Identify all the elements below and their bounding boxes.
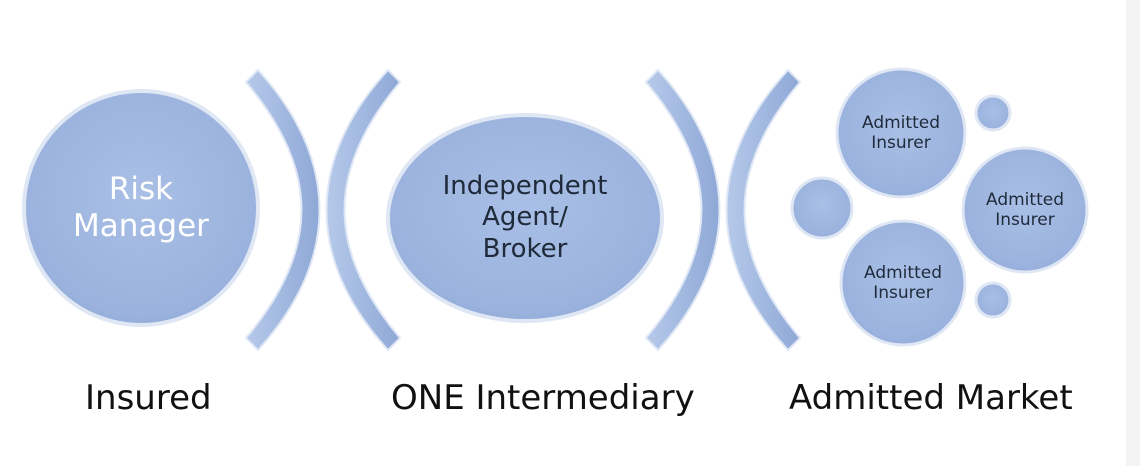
small-circle-bottom-right [974,281,1012,319]
intermediary-ellipse [386,113,664,323]
side-strip [1126,0,1140,466]
insurer-circle-top [835,67,967,199]
intermediary-label: Independent Agent/ Broker [442,171,608,264]
insurer-circle-right [961,146,1089,274]
insurer-label-bottom: Admitted Insurer [864,262,942,303]
small-circle-left [790,176,854,240]
admitted-market-label: Admitted Market [789,378,1073,418]
risk-manager-circle [22,89,260,327]
insurer-label-right: Admitted Insurer [986,189,1064,230]
small-circle-top-right [974,94,1012,132]
insurer-circle-bottom [839,219,967,347]
insurer-label-top: Admitted Insurer [862,112,940,153]
bracket-open-2 [725,68,802,352]
insured-label: Insured [85,378,212,418]
bracket-close-1 [244,68,321,352]
bracket-close-2 [644,68,721,352]
risk-manager-label: Risk Manager [73,170,209,244]
one-intermediary-label: ONE Intermediary [391,378,695,418]
bracket-open-1 [325,68,402,352]
